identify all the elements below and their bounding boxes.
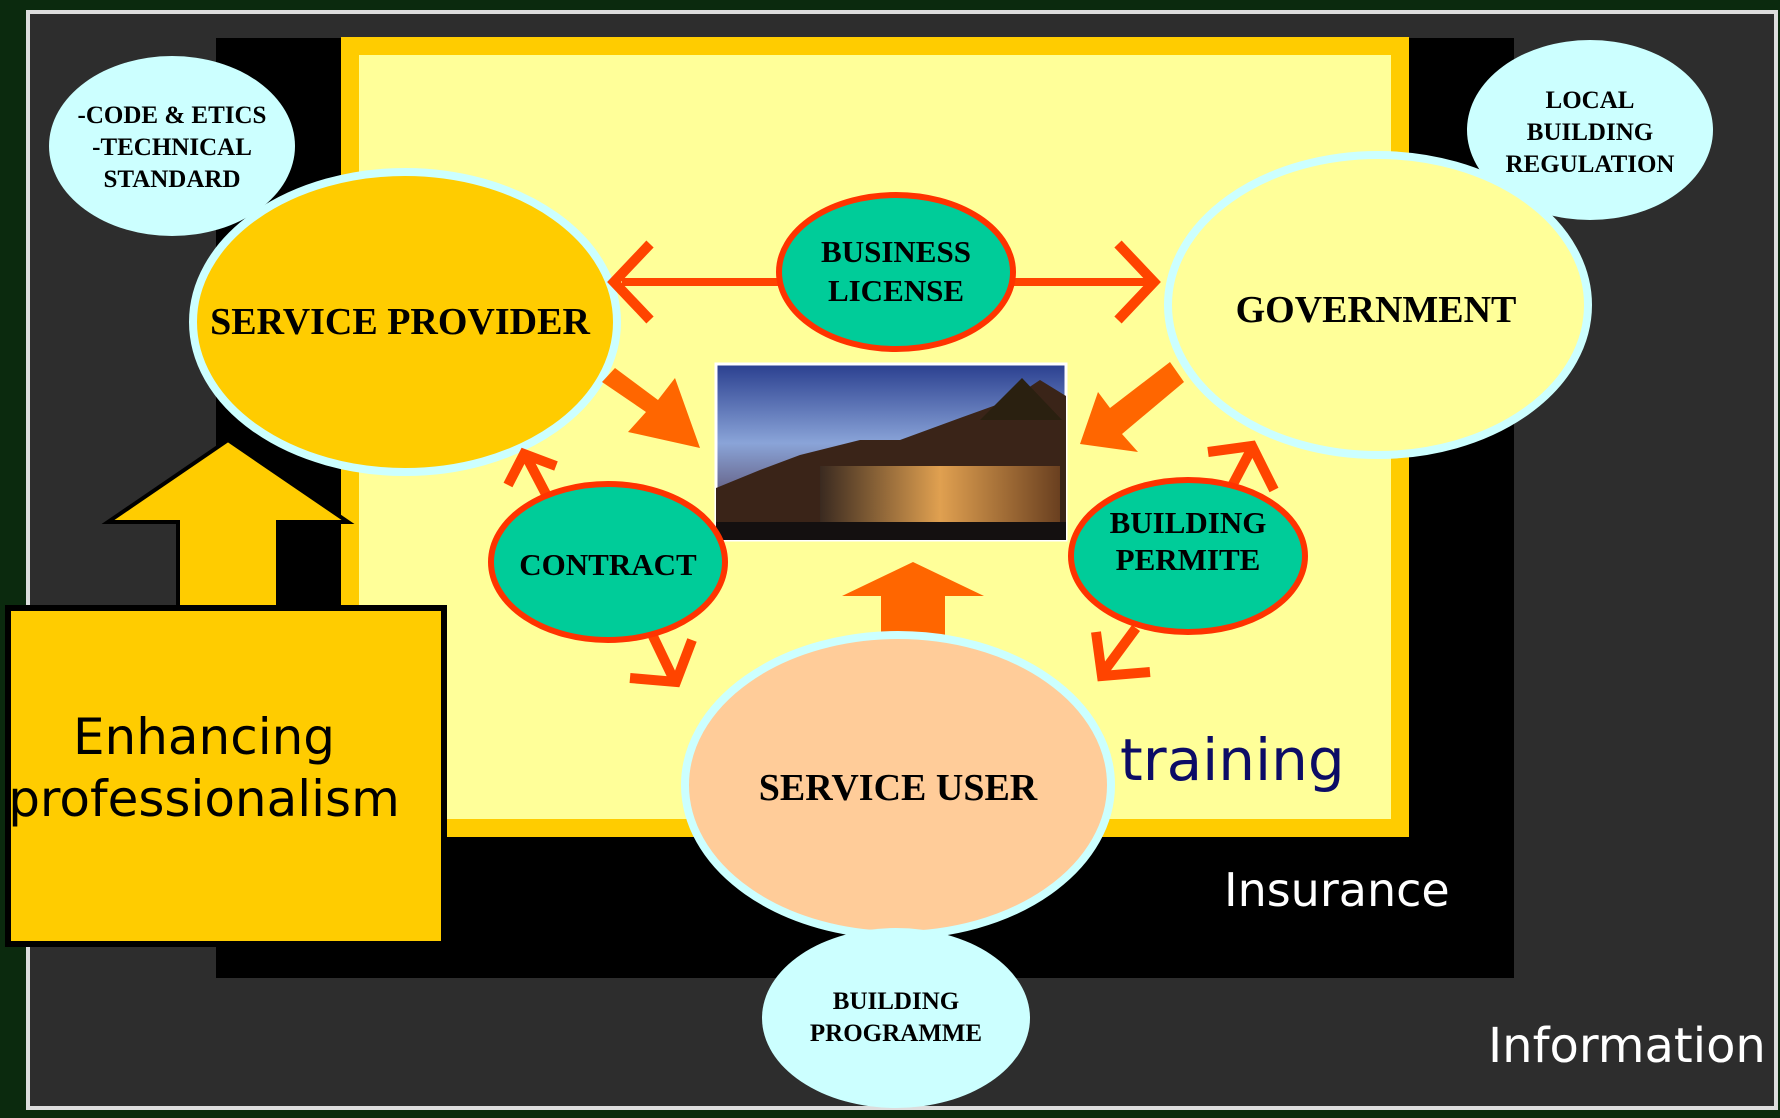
government-to-building-arrow [1080,362,1184,452]
user-to-building-arrow [842,562,984,640]
code-ethics-line-2: -TECHNICAL [92,134,252,161]
information-label: Information [1488,1018,1766,1074]
business-license-node [776,192,1016,352]
permit-arrow-down-head [1091,631,1151,682]
government-label: GOVERNMENT [1236,289,1517,331]
provider-to-building-arrow [602,368,700,448]
service-provider-label: SERVICE PROVIDER [210,301,590,343]
contract-arrow-up-head [503,447,558,488]
code-ethics-bubble [49,56,295,236]
building-permit-line-1: BUILDING [1110,505,1267,540]
business-license-arrowhead-right [1114,240,1161,324]
contract-arrow-down-head [629,638,697,688]
business-license-line-2: LICENSE [828,273,964,308]
contract-node [488,481,728,643]
training-label: training [1120,726,1345,794]
service-user-label: SERVICE USER [759,767,1038,809]
building-programme-bubble [762,928,1030,1108]
local-regulation-bubble [1467,40,1713,220]
enhancing-line-1: Enhancing [73,708,335,766]
building-permit-node [1068,477,1308,635]
permit-arrow-up-head [1207,440,1279,493]
building-programme-line-2: PROGRAMME [810,1020,982,1047]
building-programme-line-1: BUILDING [833,988,959,1015]
local-regulation-line-2: BUILDING [1527,119,1653,146]
contract-arrow-down-line [645,627,679,683]
enhancing-box [5,605,447,947]
insurance-label: Insurance [1224,863,1450,917]
service-provider-node [189,168,621,476]
local-regulation-line-3: REGULATION [1505,151,1674,178]
permit-arrow-up-line [1227,445,1257,489]
business-license-line-1: BUSINESS [821,234,971,269]
contract-label: CONTRACT [519,547,697,582]
local-regulation-line-1: LOCAL [1546,87,1635,114]
permit-arrow-down-line [1097,625,1141,677]
code-ethics-line-1: -CODE & ETICS [78,102,267,129]
government-node [1164,151,1592,459]
business-license-arrowhead-left [607,240,654,324]
contract-arrow-up-line [521,453,553,501]
enhancing-line-2: professionalism [8,770,400,828]
building-photo [714,362,1068,542]
code-ethics-line-3: STANDARD [103,166,240,193]
building-permit-line-2: PERMITE [1116,542,1261,577]
enhancing-up-arrow [101,437,355,614]
